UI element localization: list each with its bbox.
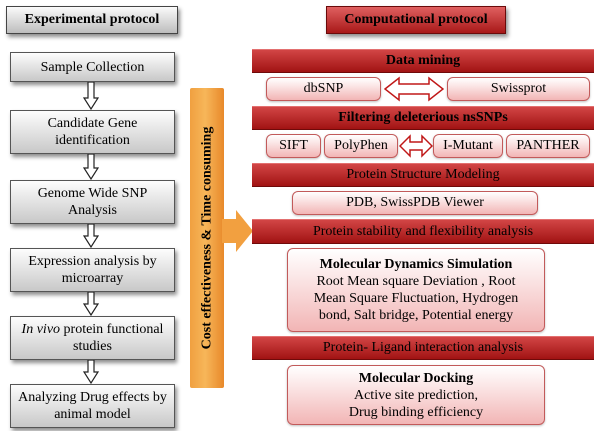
down-arrow-icon (83, 82, 99, 110)
double-arrow-icon (399, 134, 433, 158)
swissprot-label: Swissprot (490, 81, 547, 96)
sift-box: SIFT (266, 134, 321, 158)
pdb-label: PDB, SwissPDB Viewer (346, 195, 484, 210)
experimental-protocol-header: Experimental protocol (6, 6, 178, 34)
step-text: Expression analysis by microarray (28, 254, 157, 286)
step-text: In vivo protein functional studies (15, 321, 170, 355)
structure-modeling-label: Protein Structure Modeling (346, 167, 500, 182)
computational-header-text: Computational protocol (344, 12, 488, 27)
docking-box: Molecular Docking Active site prediction… (287, 365, 545, 425)
panther-box: PANTHER (506, 134, 590, 158)
data-mining-label: Data mining (385, 53, 461, 68)
step-expression-analysis: Expression analysis by microarray (10, 248, 175, 292)
interaction-bar: Protein- Ligand interaction analysis (252, 336, 594, 360)
md-simulation-title: Molecular Dynamics Simulation (319, 257, 513, 272)
polyphen-label: PolyPhen (334, 138, 388, 153)
step-text: Candidate Gene identification (47, 116, 138, 148)
in-vivo-italic: In vivo (21, 322, 61, 337)
cost-label-wrap: Cost effectiveness & Time consuming (190, 88, 224, 388)
data-mining-bar: Data mining (252, 49, 594, 73)
down-arrow-icon (83, 292, 99, 316)
pdb-box: PDB, SwissPDB Viewer (292, 191, 538, 215)
dbsnp-box: dbSNP (266, 77, 381, 101)
i-mutant-box: I-Mutant (433, 134, 503, 158)
down-arrow-icon (83, 360, 99, 384)
docking-title: Molecular Docking (358, 370, 474, 386)
stability-label: Protein stability and flexibility analys… (312, 223, 534, 239)
experimental-header-text: Experimental protocol (24, 12, 160, 27)
swissprot-box: Swissprot (447, 77, 590, 101)
step-text: Sample Collection (40, 59, 145, 75)
cost-label: Cost effectiveness & Time consuming (199, 126, 214, 350)
stability-bar: Protein stability and flexibility analys… (252, 219, 594, 244)
step-text: Analyzing Drug effects by animal model (18, 390, 167, 422)
panther-label: PANTHER (516, 138, 580, 153)
filtering-label: Filtering deleterious nsSNPs (338, 110, 508, 125)
step-genome-wide-snp: Genome Wide SNP Analysis (10, 180, 175, 224)
md-line: Mean Square Fluctuation, Hydrogen (313, 291, 519, 306)
md-line: Root Mean square Deviation , Root (316, 274, 516, 289)
sift-label: SIFT (279, 138, 308, 153)
double-arrow-icon (384, 76, 444, 102)
down-arrow-icon (83, 154, 99, 180)
polyphen-box: PolyPhen (324, 134, 398, 158)
md-simulation-box: Molecular Dynamics Simulation Root Mean … (287, 248, 545, 332)
step-sample-collection: Sample Collection (10, 52, 175, 82)
computational-protocol-header: Computational protocol (326, 6, 506, 34)
interaction-label: Protein- Ligand interaction analysis (322, 340, 524, 355)
step-in-vivo-studies: In vivo protein functional studies (10, 316, 175, 360)
structure-modeling-bar: Protein Structure Modeling (252, 163, 594, 187)
right-arrow-icon (222, 210, 253, 252)
i-mutant-label: I-Mutant (443, 138, 493, 153)
filtering-bar: Filtering deleterious nsSNPs (252, 106, 594, 130)
docking-line: Active site prediction, (353, 387, 479, 403)
docking-line: Drug binding efficiency (348, 404, 484, 420)
md-line: bond, Salt bridge, Potential energy (318, 308, 514, 323)
step-text-rest: protein functional studies (63, 322, 164, 354)
down-arrow-icon (83, 224, 99, 248)
dbsnp-label: dbSNP (303, 81, 344, 96)
step-candidate-gene: Candidate Gene identification (10, 110, 175, 154)
step-drug-effects: Analyzing Drug effects by animal model (10, 384, 175, 428)
step-text: Genome Wide SNP Analysis (37, 186, 148, 218)
cost-effectiveness-bar (190, 88, 224, 388)
